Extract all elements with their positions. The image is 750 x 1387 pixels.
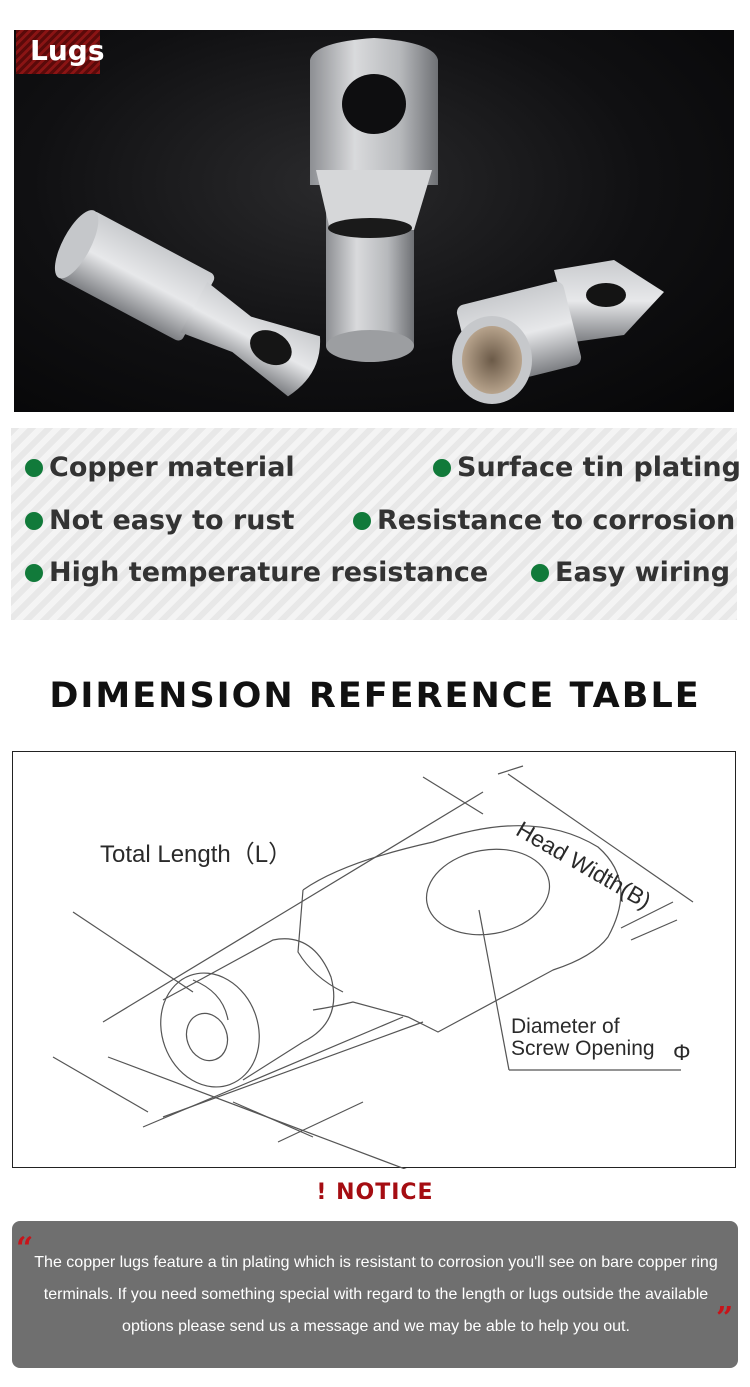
feature-item: High temperature resistance <box>25 557 488 588</box>
bullet-dot-icon <box>25 458 43 477</box>
feature-item: Copper material <box>25 452 295 483</box>
feature-label: Resistance to corrosion <box>377 505 736 536</box>
feature-label: Not easy to rust <box>49 505 295 536</box>
lug-center <box>310 38 438 362</box>
bullet-dot-icon <box>353 511 371 530</box>
bullet-dot-icon <box>25 511 43 530</box>
product-badge: Lugs <box>16 30 104 74</box>
feature-item: Easy wiring <box>531 557 730 588</box>
dimension-diagram: Total Length（L） Head Width(B) Diameter o… <box>12 751 736 1169</box>
features-panel: Copper material Surface tin plating Not … <box>11 428 741 620</box>
notice-text: The copper lugs feature a tin plating wh… <box>34 1254 718 1335</box>
product-photo: Lugs <box>14 30 734 412</box>
bullet-dot-icon <box>531 563 549 582</box>
notice-title: ! NOTICE <box>316 1180 434 1205</box>
notice-box: “ The copper lugs feature a tin plating … <box>12 1221 738 1368</box>
total-length-label: Total Length（L） <box>100 841 293 868</box>
lug-right <box>452 260 664 404</box>
close-quote-icon: ” <box>716 1301 734 1336</box>
diameter-label-line1: Diameter of <box>511 1015 620 1038</box>
feature-label: Surface tin plating <box>457 452 741 483</box>
phi-symbol: Φ <box>673 1040 691 1065</box>
diameter-label-line2: Screw Opening <box>511 1037 655 1060</box>
feature-label: High temperature resistance <box>49 557 489 588</box>
feature-label: Copper material <box>49 452 295 483</box>
feature-item: Surface tin plating <box>433 452 741 483</box>
bullet-dot-icon <box>25 563 43 582</box>
lugs-illustration <box>54 38 664 404</box>
feature-label: Easy wiring <box>555 557 731 588</box>
lug-drawing <box>52 765 694 1169</box>
section-title: DIMENSION REFERENCE TABLE <box>49 676 701 716</box>
product-badge-label: Lugs <box>30 34 105 67</box>
lug-left <box>54 210 321 397</box>
bullet-dot-icon <box>433 458 451 477</box>
feature-item: Resistance to corrosion <box>353 505 735 536</box>
feature-item: Not easy to rust <box>25 505 294 536</box>
open-quote-icon: “ <box>16 1231 34 1266</box>
